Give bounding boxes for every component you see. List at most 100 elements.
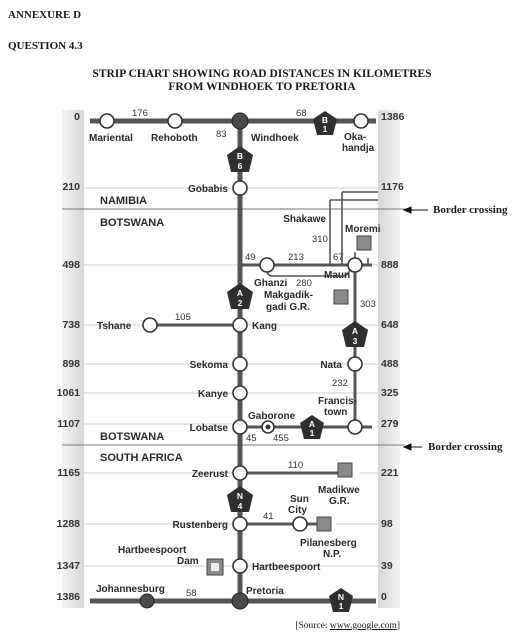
johannesburg-marker (139, 593, 155, 609)
sekoma-marker (232, 356, 248, 372)
distance-maun-moremi: 67 (333, 252, 344, 263)
okahandja-label-1: Oka- (344, 132, 366, 143)
question-heading: QUESTION 4.3 (8, 40, 83, 52)
country-labels: NAMIBIA BOTSWANA BOTSWANA SOUTH AFRICA (100, 195, 183, 464)
pretoria-label: Pretoria (246, 586, 284, 597)
zeerust-label: Zeerust (192, 469, 229, 480)
left-scale-0: 0 (74, 111, 80, 123)
kang-label: Kang (252, 321, 277, 332)
right-scale-1: 1176 (381, 181, 404, 193)
nata-marker (347, 356, 363, 372)
right-scale-10: 0 (381, 591, 387, 603)
right-distance-strip (378, 110, 400, 608)
distance-ghanzi-side: 49 (245, 252, 256, 263)
city-markers (139, 112, 249, 610)
pilanesberg-label-2: N.P. (323, 549, 341, 560)
route-shields (227, 111, 368, 612)
b1-number: 1 (323, 124, 328, 134)
b1-letter: B (322, 115, 328, 125)
distance-tshane-kang: 105 (175, 312, 191, 323)
distance-ghanzi-maun: 213 (288, 252, 304, 263)
mariental-marker (99, 113, 115, 129)
mariental-label: Mariental (89, 133, 133, 144)
sun-city-marker (292, 516, 308, 532)
right-scale-9: 39 (381, 560, 393, 572)
makgadikgadi-park (333, 289, 349, 305)
gobabis-marker (232, 180, 248, 196)
hartbeespoort-marker (232, 558, 248, 574)
right-scale-4: 488 (381, 358, 399, 370)
a3-shield (342, 321, 368, 347)
rehoboth-label: Rehoboth (151, 133, 198, 144)
a2-number: 2 (238, 298, 243, 308)
madikwe-park (337, 462, 353, 478)
makgadikgadi-label-2: gadi G.R. (266, 302, 310, 313)
right-scale-7: 221 (381, 467, 399, 479)
rustenberg-marker (232, 516, 248, 532)
south-africa-label: SOUTH AFRICA (100, 452, 183, 464)
route-shield-labels: B 1 B 6 A 2 A 3 A 1 N 4 N 1 (237, 115, 358, 611)
distance-labels: 176 68 83 310 49 213 67 280 303 105 232 … (132, 108, 376, 599)
distance-shakawe-maun: 310 (312, 234, 328, 245)
border-arrows (402, 206, 428, 451)
nata-label: Nata (320, 360, 342, 371)
source-link[interactable]: www.google.com (329, 621, 397, 631)
distance-maun-nata: 303 (360, 299, 376, 310)
distance-gaborone-francistown: 455 (273, 433, 289, 444)
moremi-label: Moremi (345, 224, 381, 235)
windhoek-label: Windhoek (251, 133, 299, 144)
botswana-label-top: BOTSWANA (100, 217, 164, 229)
right-scale-0: 1386 (381, 111, 405, 123)
pilanesberg-park (316, 516, 332, 532)
a1-number: 1 (310, 428, 315, 438)
n4-number: 4 (238, 501, 243, 511)
n1-number: 1 (339, 601, 344, 611)
okahandja-marker (353, 113, 369, 129)
hartbeespoort-dam-label-2: Dam (177, 556, 199, 567)
left-scale-10: 1386 (57, 591, 81, 603)
madikwe-label-2: G.R. (329, 496, 350, 507)
left-scale-8: 1288 (57, 518, 81, 530)
rustenberg-label: Rustenberg (172, 520, 228, 531)
n4-shield (227, 486, 253, 512)
rehoboth-marker (167, 113, 183, 129)
chart-title-line-2: FROM WINDHOEK TO PRETORIA (168, 81, 356, 93)
sun-city-label-1: Sun (290, 494, 309, 505)
right-scale-6: 279 (381, 418, 399, 430)
namibia-label: NAMIBIA (100, 195, 147, 207)
tshane-marker (142, 317, 158, 333)
lobatse-marker (232, 419, 248, 435)
francistown-marker (347, 419, 363, 435)
windhoek-marker (231, 112, 249, 130)
b6-letter: B (237, 151, 243, 161)
left-scale-5: 1061 (57, 387, 81, 399)
distance-lobatse-gaborone: 45 (246, 433, 257, 444)
a3-letter: A (352, 326, 358, 336)
b6-shield (227, 146, 253, 172)
town-markers (99, 113, 369, 574)
left-scale-7: 1165 (57, 467, 80, 479)
border-crossing-note-top: Border crossing (433, 204, 508, 216)
right-scale-8: 98 (381, 518, 393, 530)
b1-shield (313, 111, 337, 135)
gaborone-label: Gaborone (248, 411, 296, 422)
n4-letter: N (237, 491, 243, 501)
source-suffix: ] (396, 621, 400, 631)
francistown-label-1: Francis- (318, 396, 357, 407)
right-scale-5: 325 (381, 387, 399, 399)
gobabis-label: Gobabis (188, 184, 228, 195)
madikwe-label-1: Madikwe (318, 485, 360, 496)
maun-marker (347, 257, 363, 273)
johannesburg-label: Johannesburg (96, 584, 165, 595)
kanye-marker (232, 385, 248, 401)
shakawe-label: Shakawe (283, 214, 326, 225)
b6-number: 6 (238, 161, 243, 171)
francistown-label-2: town (324, 407, 347, 418)
hartbeespoort-dam-label-1: Hartbeespoort (118, 545, 187, 556)
kanye-label: Kanye (198, 389, 228, 400)
distance-johannesburg-pretoria: 58 (186, 588, 197, 599)
distance-nata-francistown: 232 (332, 378, 348, 389)
ghanzi-label: Ghanzi (254, 278, 288, 289)
